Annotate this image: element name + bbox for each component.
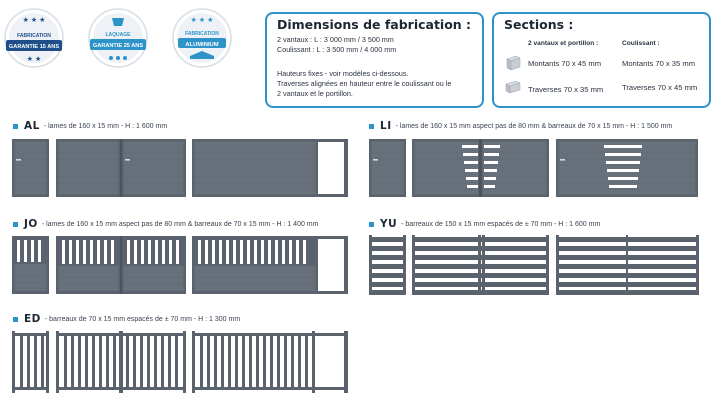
model-ed-code: ED	[24, 313, 41, 325]
bullet-icon	[369, 221, 374, 227]
model-al-header: AL - lames de 160 x 15 mm - H : 1 600 mm	[13, 120, 167, 132]
badge-3-line1: FABRICATION	[185, 31, 219, 37]
ed-portail-coulissant-image	[192, 331, 348, 393]
dimensions-note2: Traverses alignées en hauteur entre le c…	[277, 79, 452, 88]
sections-col1-header: 2 vantaux et portillon :	[528, 40, 599, 47]
al-portillon-image	[12, 139, 49, 197]
ed-portillon-image	[12, 331, 49, 393]
model-li-desc: - lames de 160 x 15 mm aspect pas de 80 …	[395, 122, 673, 130]
svg-text:★ ★: ★ ★	[27, 55, 42, 63]
sections-box: Sections : 2 vantaux et portillon : Coul…	[492, 12, 711, 108]
badge-2-line1: LAQUAGE	[106, 32, 132, 38]
badge-garantie-25-ans: LAQUAGE GARANTIE 25 ANS	[88, 8, 148, 68]
ed-portail-2-vantaux-image	[56, 331, 186, 393]
li-portillon-image	[369, 139, 406, 197]
model-jo-header: JO - lames de 160 x 15 mm aspect pas de …	[13, 218, 318, 230]
model-al-code: AL	[24, 120, 40, 132]
svg-text:★ ★ ★: ★ ★ ★	[23, 16, 46, 24]
sections-col2-header: Coulissant :	[622, 40, 660, 47]
dimensions-box: Dimensions de fabrication : 2 vantaux : …	[265, 12, 484, 108]
al-portail-2-vantaux-image	[56, 139, 186, 197]
yu-portillon-image	[369, 235, 406, 295]
dimensions-title: Dimensions de fabrication :	[277, 17, 472, 32]
model-ed-header: ED - barreaux de 70 x 15 mm espacés de ±…	[13, 313, 240, 325]
badge-garantie-15-ans: ★ ★ ★ FABRICATION GARANTIE 15 ANS ★ ★	[4, 8, 64, 68]
traverse-section-icon	[505, 80, 521, 94]
model-li-code: LI	[380, 120, 392, 132]
yu-portail-2-vantaux-image	[412, 235, 549, 295]
li-portail-coulissant-image	[556, 139, 698, 197]
al-portail-coulissant-image	[192, 139, 348, 197]
sections-row1-value: Montants 70 x 35 mm	[622, 59, 696, 68]
montant-section-icon	[506, 55, 521, 71]
svg-text:★ ★ ★: ★ ★ ★	[191, 16, 214, 24]
bullet-icon	[13, 316, 18, 322]
model-yu-desc: - barreaux de 150 x 15 mm espacés de ± 7…	[401, 220, 601, 228]
model-ed-desc: - barreaux de 70 x 15 mm espacés de ± 70…	[44, 315, 241, 323]
sections-row1-label: Montants 70 x 45 mm	[528, 59, 602, 68]
li-portail-2-vantaux-image	[412, 139, 549, 197]
model-li-header: LI - lames de 160 x 15 mm aspect pas de …	[369, 120, 672, 132]
sections-row2-label: Traverses 70 x 35 mm	[528, 85, 604, 94]
badge-2-line2: GARANTIE 25 ANS	[93, 43, 143, 49]
jo-portail-2-vantaux-image	[56, 236, 186, 294]
model-al-desc: - lames de 160 x 15 mm - H : 1 600 mm	[43, 122, 168, 130]
badge-1-line2: GARANTIE 15 ANS	[9, 44, 59, 50]
bullet-icon	[13, 123, 18, 129]
jo-portail-coulissant-image	[192, 236, 348, 294]
model-yu-code: YU	[380, 218, 398, 230]
model-jo-desc: - lames de 160 x 15 mm aspect pas de 80 …	[41, 220, 319, 228]
model-jo-code: JO	[24, 218, 38, 230]
bullet-icon	[13, 221, 18, 227]
sections-title: Sections :	[504, 17, 574, 32]
dimensions-line2: Coulissant : L : 3 500 mm / 4 000 mm	[277, 45, 397, 54]
dimensions-line1: 2 vantaux : L : 3 000 mm / 3 500 mm	[277, 35, 394, 44]
dimensions-note3: 2 vantaux et le portillon.	[277, 89, 353, 98]
yu-portail-coulissant-image	[556, 235, 706, 295]
badge-fabrication-aluminium: ★ ★ ★ FABRICATION ALUMINIUM	[172, 8, 232, 68]
sections-row2-value: Traverses 70 x 45 mm	[622, 83, 698, 92]
bullet-icon	[369, 123, 374, 129]
jo-portillon-image	[12, 236, 49, 294]
model-yu-header: YU - barreaux de 150 x 15 mm espacés de …	[369, 218, 600, 230]
badge-3-line2: ALUMINIUM	[185, 42, 218, 48]
dimensions-note1: Hauteurs fixes - voir modèles ci-dessous…	[277, 69, 409, 78]
badge-1-line1: FABRICATION	[17, 33, 51, 39]
